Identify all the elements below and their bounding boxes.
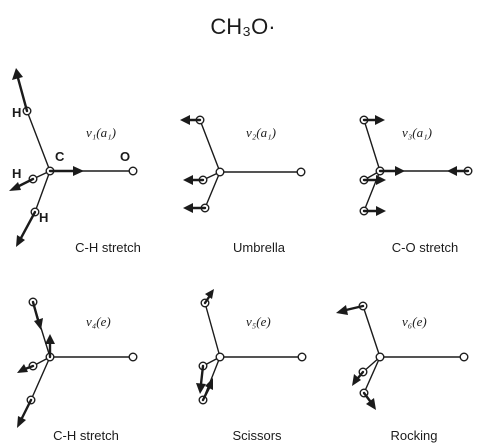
hydrogen-label: H [12, 166, 21, 181]
molecule-formula-title: CH₃O· [210, 14, 275, 39]
displacement-arrow [362, 175, 386, 185]
carbon-atom [215, 167, 225, 177]
displacement-arrow [201, 378, 213, 402]
mode-caption: C-O stretch [392, 240, 458, 255]
hydrogen-label: H [39, 210, 48, 225]
c-h-bond-upper [204, 302, 221, 358]
c-h-bond-upper [26, 110, 51, 172]
displacement-arrow [378, 166, 405, 176]
panel-nu5: ν₅(e) Scissors [196, 289, 307, 443]
displacement-arrow [362, 206, 386, 216]
mode-caption: Scissors [232, 428, 282, 443]
displacement-arrow [9, 177, 35, 191]
carbon-atom [375, 352, 385, 362]
mode-label: ν₅(e) [246, 314, 271, 329]
displacement-arrow [203, 289, 214, 305]
c-h-bond-lower [363, 356, 381, 394]
displacement-arrow [362, 115, 385, 125]
displacement-arrow [352, 370, 365, 386]
c-h-bond-upper [362, 305, 381, 358]
hydrogen-label: H [12, 105, 21, 120]
mode-caption: Rocking [391, 428, 438, 443]
mode-caption: C-H stretch [75, 240, 141, 255]
panel-nu3: ν₃(a₁) C-O stretch [359, 115, 473, 255]
c-h-bond-lower [30, 356, 51, 401]
mode-label: ν₂(a₁) [246, 125, 276, 140]
oxygen-label: O [120, 149, 130, 164]
oxygen-atom [128, 352, 138, 362]
panel-nu4: ν₄(e) C-H stretch [17, 297, 138, 443]
c-h-bond-lower [204, 171, 221, 209]
displacement-arrow [336, 304, 365, 315]
oxygen-atom [128, 166, 138, 176]
displacement-arrow [17, 398, 33, 428]
displacement-arrow [183, 203, 207, 213]
displacement-arrow [16, 210, 37, 247]
mode-label: ν₃(a₁) [402, 125, 432, 140]
oxygen-atom [297, 352, 307, 362]
c-h-bond-upper [199, 119, 221, 173]
carbon-atom [215, 352, 225, 362]
displacement-arrow [180, 115, 202, 125]
displacement-arrow [12, 68, 29, 113]
c-h-bond-lower [34, 170, 51, 213]
panel-nu2: ν₂(a₁) Umbrella [180, 115, 306, 255]
c-h-bond-upper [363, 119, 381, 172]
mode-caption: C-H stretch [53, 428, 119, 443]
carbon-label: C [55, 149, 65, 164]
displacement-arrow [48, 166, 84, 176]
displacement-arrow [362, 391, 376, 410]
panel-nu6: ν₆(e) Rocking [336, 301, 469, 443]
displacement-arrow [447, 166, 470, 176]
displacement-arrow [31, 300, 43, 330]
displacement-arrow [183, 175, 205, 185]
displacement-arrow [17, 364, 35, 373]
mode-label: ν₄(e) [86, 314, 111, 329]
oxygen-atom [459, 352, 469, 362]
displacement-arrow [45, 334, 55, 359]
mode-label: ν₁(a₁) [86, 125, 116, 140]
mode-caption: Umbrella [233, 240, 286, 255]
oxygen-atom [296, 167, 306, 177]
panel-nu1: H H H C O ν₁(a₁) C-H stretch [9, 68, 141, 255]
mode-label: ν₆(e) [402, 314, 427, 329]
displacement-arrow [196, 364, 206, 394]
